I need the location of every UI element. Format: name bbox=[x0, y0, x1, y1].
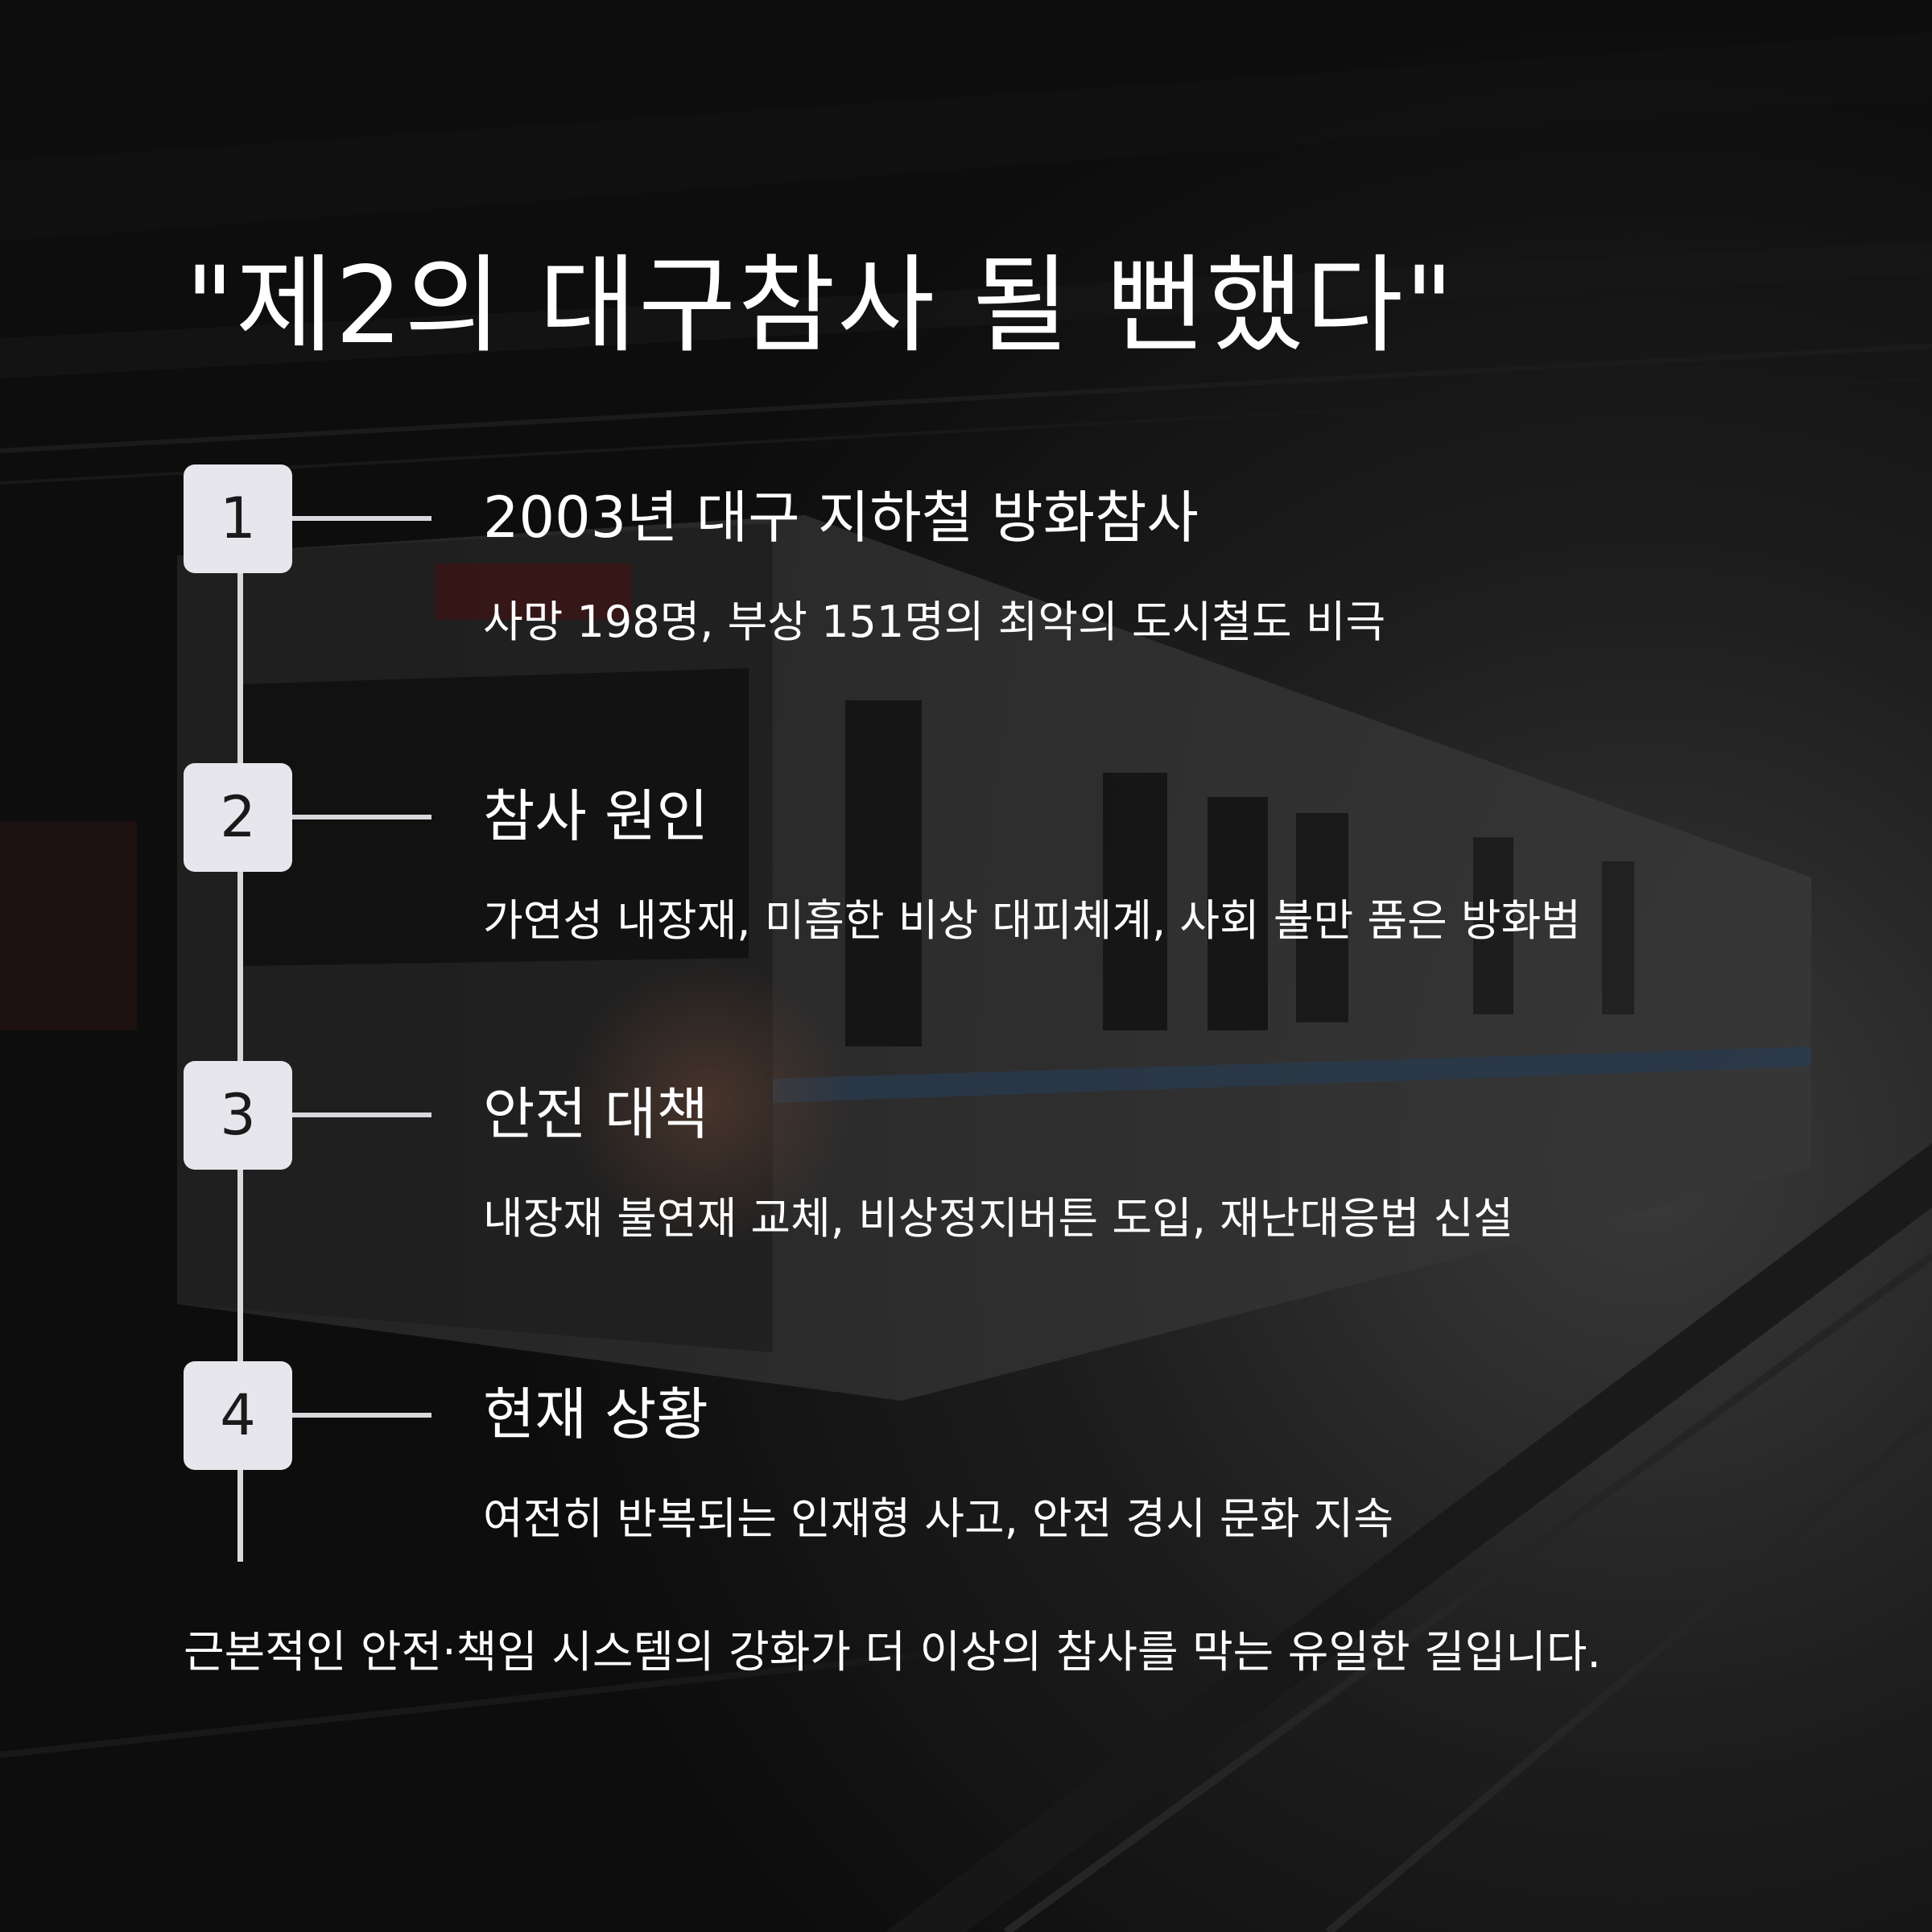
step-connector-4 bbox=[292, 1413, 431, 1418]
step-connector-1 bbox=[292, 516, 431, 521]
footer-conclusion: 근본적인 안전·책임 시스템의 강화가 더 이상의 참사를 막는 유일한 길입니… bbox=[184, 1626, 1601, 1678]
step-number-badge-4: 4 bbox=[184, 1361, 292, 1470]
step-number-badge-2: 2 bbox=[184, 763, 292, 872]
step-description-2: 가연성 내장재, 미흡한 비상 대피체계, 사회 불만 품은 방화범 bbox=[483, 895, 1581, 946]
step-number-badge-3: 3 bbox=[184, 1061, 292, 1170]
step-heading-3: 안전 대책 bbox=[483, 1081, 708, 1147]
step-description-3: 내장재 불연재 교체, 비상정지버튼 도입, 재난대응법 신설 bbox=[483, 1193, 1513, 1244]
step-description-4: 여전히 반복되는 인재형 사고, 안전 경시 문화 지속 bbox=[483, 1493, 1393, 1544]
step-description-1: 사망 198명, 부상 151명의 최악의 도시철도 비극 bbox=[483, 597, 1386, 647]
step-connector-2 bbox=[292, 815, 431, 819]
timeline-vertical-line bbox=[237, 519, 243, 1562]
step-number-badge-1: 1 bbox=[184, 464, 292, 573]
step-heading-4: 현재 상황 bbox=[483, 1381, 708, 1447]
step-connector-3 bbox=[292, 1113, 431, 1117]
step-heading-2: 참사 원인 bbox=[483, 783, 708, 849]
step-heading-1: 2003년 대구 지하철 방화참사 bbox=[483, 485, 1199, 551]
headline-title: "제2의 대구참사 될 뻔했다" bbox=[185, 244, 1455, 368]
